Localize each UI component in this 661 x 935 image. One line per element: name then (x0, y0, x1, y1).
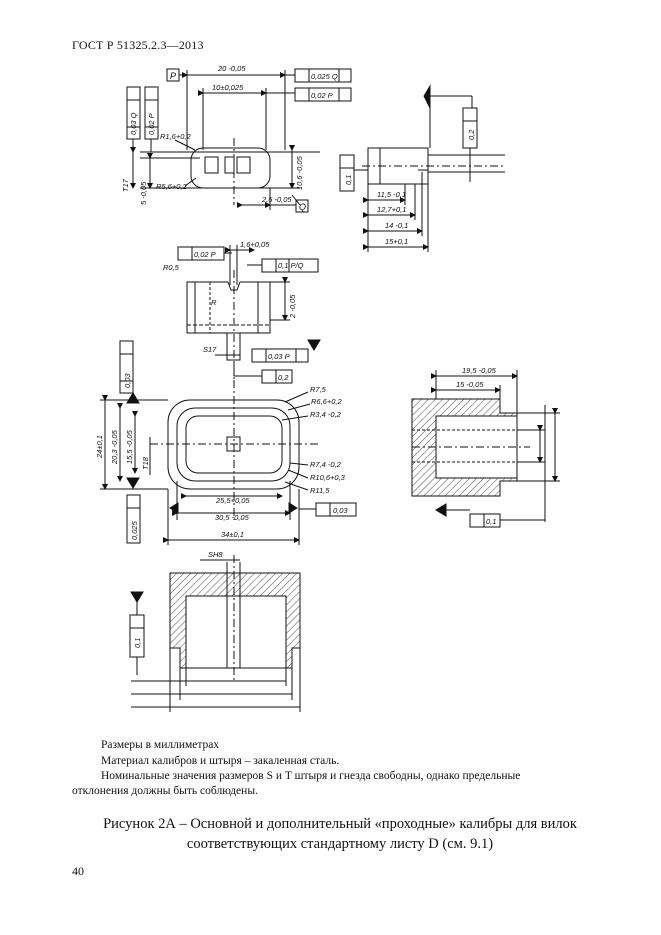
view-5-labels: 19,5 -0,05 15 -0,05 0,1 (456, 366, 497, 526)
dim-115: 11,5 -0,1 (377, 190, 406, 199)
dim-24: 24±0,1 (95, 435, 104, 459)
dim-195: 19,5 -0,05 (462, 366, 497, 375)
r-label: R (211, 298, 217, 307)
figure-caption: Рисунок 2А – Основной и дополнительный «… (60, 814, 620, 854)
tol-left-2: 0,02 P (147, 113, 156, 135)
dim-25: 2,5 -0,05 (261, 195, 292, 204)
tol-01-bottom: 0,1 (133, 638, 142, 648)
dim-203: 20,3 -0,05 (110, 429, 119, 465)
r75-label: R7,5 (310, 385, 327, 394)
tol-02-label: 0,2 (467, 129, 476, 140)
tol-pq-label: 0,1 P/Q (278, 261, 304, 270)
dim-20: 20 -0,05 (217, 64, 246, 73)
dim-34: 34±0,1 (221, 530, 244, 539)
datum-p-label: P (170, 71, 176, 81)
dim-10: 10±0,025 (212, 83, 244, 92)
dim-15: 15+0,1 (385, 237, 408, 246)
dim-255: 25,5+0,05 (215, 496, 250, 505)
dim-15-section: 15 -0,05 (456, 380, 484, 389)
tol-left-003: 0,03 (123, 373, 132, 388)
caption-line-1: Рисунок 2А – Основной и дополнительный «… (103, 816, 577, 832)
note-nominal: Номинальные значения размеров S и T штыр… (101, 770, 521, 782)
dim-127: 12,7+0,1 (377, 205, 406, 214)
datum-q-label: Q (299, 202, 306, 212)
r05-label: R0,5 (163, 263, 180, 272)
note-nominal-cont: отклонения должны быть соблюдены. (72, 785, 258, 797)
page-number: 40 (72, 864, 84, 878)
dim-2: 2 -0,05 (288, 294, 297, 319)
view-5-socket-section (411, 370, 560, 528)
r16-label: R1,6+0,2 (160, 132, 191, 141)
view-1-pin-profile (126, 68, 352, 213)
tol-left-1: 0,03 Q (129, 112, 138, 135)
dim-305: 30,5 -0,05 (215, 513, 250, 522)
tol-parallel-q: 0,025 Q (311, 72, 338, 81)
dim-5: 5 -0,05 (139, 181, 148, 205)
dim-106: 10,6 -0,05 (295, 155, 304, 190)
document-header: ГОСТ Р 51325.2.3—2013 (72, 38, 204, 52)
tol-003-p-label: 0,03 P (268, 352, 290, 361)
view-6-labels: SH8 0,1 (133, 550, 223, 648)
view-2-labels: 0,2 0,1 11,5 -0,1 12,7+0,1 14 -0,1 15+0,… (344, 129, 476, 246)
sh8-label: SH8 (208, 550, 223, 559)
tol-sym-p-label: 0,02 P (194, 250, 216, 259)
t17-label: T17 (121, 178, 130, 192)
view-1-labels: P 20 -0,05 0,025 Q 10±0,025 0,02 P 0,03 … (121, 64, 338, 212)
tol-01-label: 0,1 (344, 175, 353, 185)
tol-01-section: 0,1 (486, 517, 496, 526)
tol-sym-p-1: 0,02 P (311, 91, 333, 100)
dim-14: 14 -0,1 (385, 221, 408, 230)
technical-drawing: P 20 -0,05 0,025 Q 10±0,025 0,02 P 0,03 … (95, 64, 560, 712)
view-2-side-profile (339, 84, 505, 252)
s17-label: S17 (203, 345, 217, 354)
r56-label: R5,6+0,2 (156, 182, 187, 191)
view-4-labels: 0,03 R7,5 R6,6+0,2 R3,4 -0,2 24±0,1 20,3… (95, 373, 348, 540)
view-3-pin-section (177, 245, 321, 384)
view-3-labels: 0,02 P 1,6+0,05 R0,5 0,1 P/Q R 2 -0,05 S… (163, 240, 304, 382)
tol-02-pin-label: 0,2 (278, 373, 289, 382)
t18-label: T18 (141, 456, 150, 470)
caption-line-2: соответствующих стандартному листу D (см… (186, 836, 494, 852)
r106-label: R10,6+0,3 (310, 473, 346, 482)
view-6-gauge-section (129, 555, 301, 712)
tol-0025-label: 0,025 (130, 520, 139, 540)
view-4-socket-plan (100, 340, 357, 545)
r66-label: R6,6+0,2 (311, 397, 342, 406)
r74-label: R7,4 -0,2 (310, 460, 342, 469)
dim-16: 1,6+0,05 (240, 240, 270, 249)
dim-155: 15,5 -0,05 (125, 429, 134, 464)
note-material: Материал калибров и штыря – закаленная с… (101, 755, 340, 767)
note-units: Размеры в миллиметрах (101, 739, 220, 751)
r115-label: R11,5 (310, 486, 330, 495)
r34-label: R3,4 -0,2 (310, 410, 342, 419)
tol-003-label: 0,03 (333, 506, 348, 515)
